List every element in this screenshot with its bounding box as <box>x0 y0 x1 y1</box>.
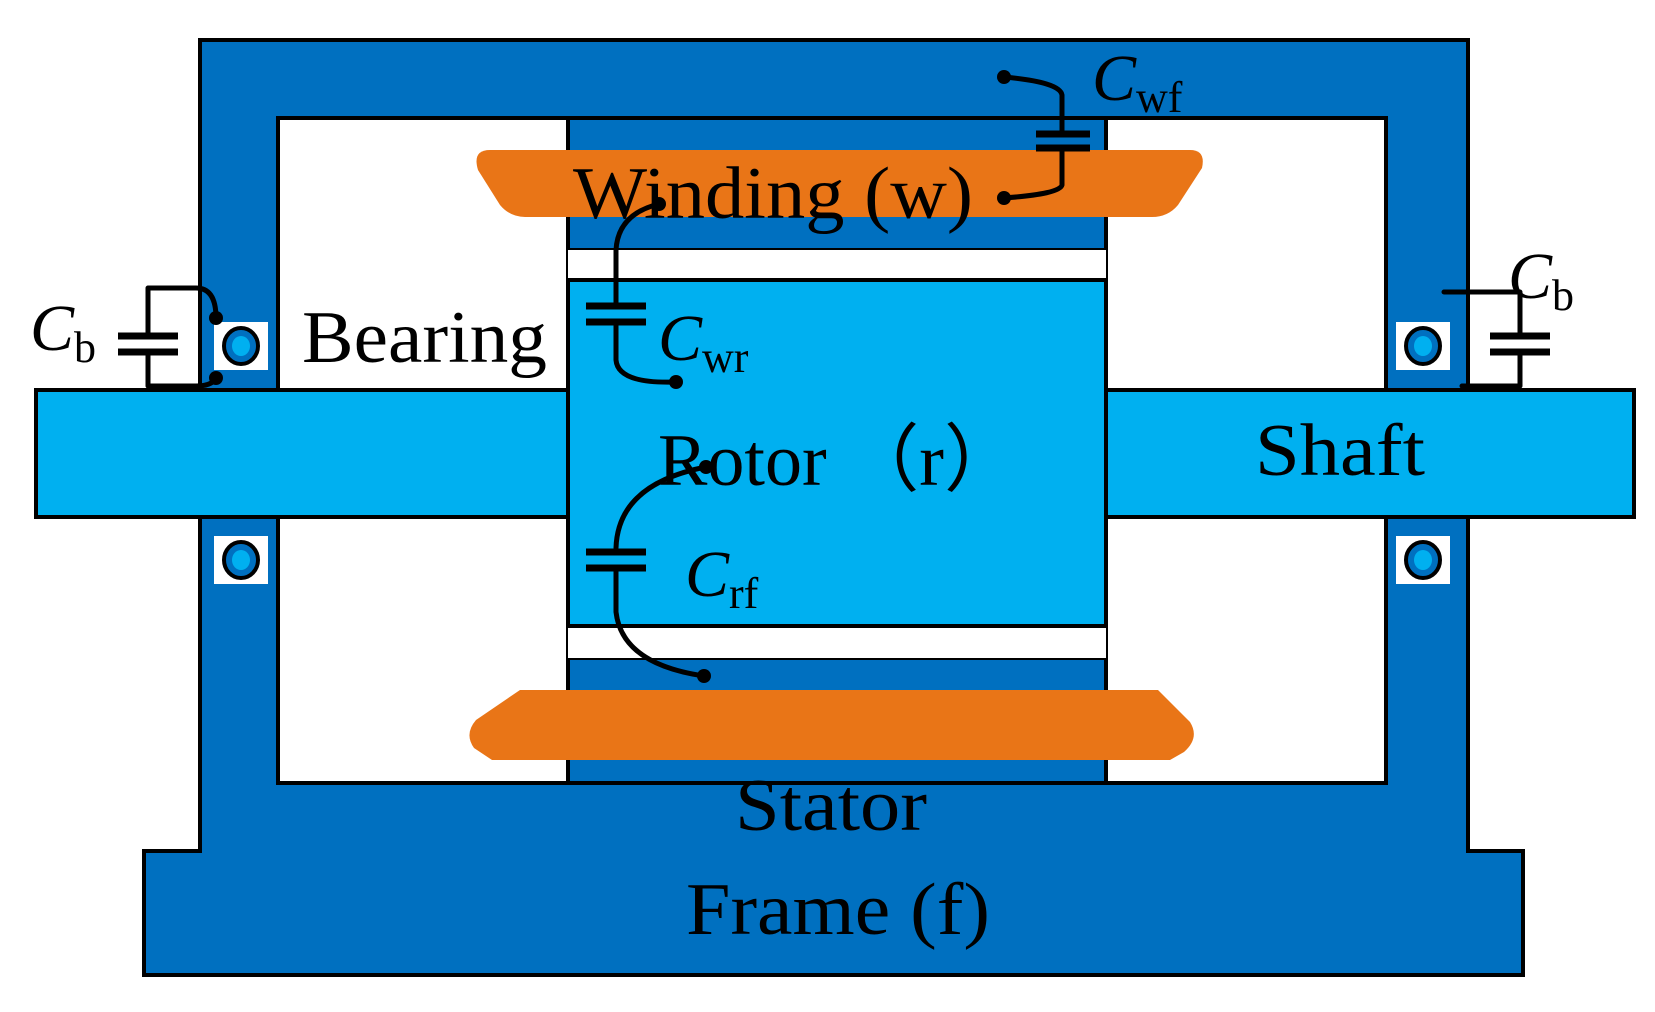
rotor-label: Rotor （r） <box>658 420 1018 502</box>
bearing-left-bottom <box>208 522 274 598</box>
cwf-label: Cwf <box>1092 42 1183 122</box>
capacitor-cwf <box>997 70 1090 205</box>
capacitor-cwr <box>586 197 683 389</box>
shaft-label: Shaft <box>1255 410 1425 492</box>
cwr-label: Cwr <box>658 302 749 382</box>
cb-right-label: Cb <box>1508 240 1574 320</box>
bearing-right-bottom <box>1390 522 1456 598</box>
stator-label: Stator <box>735 765 927 847</box>
winding-label: Winding (w) <box>573 153 973 235</box>
capacitor-cb-right <box>1441 289 1550 389</box>
air-gap <box>568 250 1106 280</box>
capacitor-crf <box>586 460 713 683</box>
frame-label: Frame (f) <box>686 869 990 951</box>
winding-bottom <box>469 690 1194 760</box>
capacitor-cb-left <box>118 285 223 389</box>
air-gap-bottom <box>568 626 1106 658</box>
cb-left-label: Cb <box>30 292 96 372</box>
bearing-label: Bearing <box>302 297 547 379</box>
rotor <box>566 278 1108 628</box>
bearing-right-top <box>1390 308 1456 384</box>
crf-label: Crf <box>685 538 759 618</box>
